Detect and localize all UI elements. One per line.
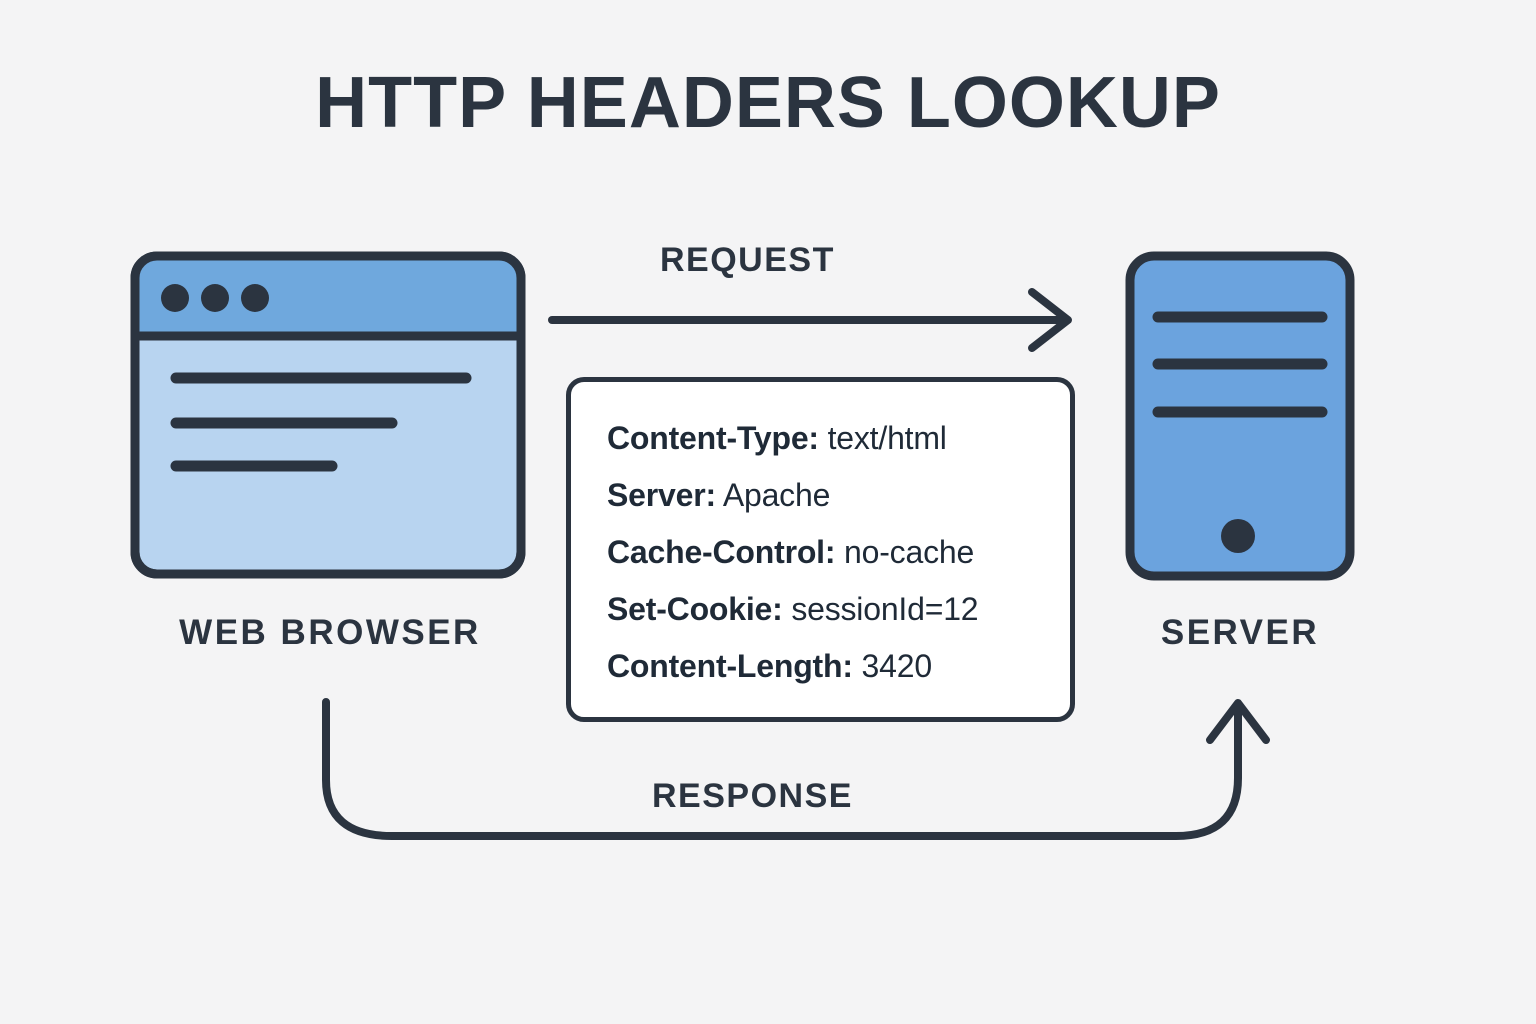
page-title: HTTP HEADERS LOOKUP [315, 63, 1221, 143]
server-caption: SERVER [1160, 613, 1320, 652]
header-field-value: Apache [722, 477, 831, 513]
request-arrow-icon [548, 288, 1072, 352]
header-row: Cache-Control: no-cache [607, 524, 1070, 581]
response-arrow-head [1206, 699, 1270, 744]
header-row: Content-Length: 3420 [607, 638, 1070, 695]
http-headers-panel: Content-Type: text/html Server: Apache C… [566, 377, 1075, 722]
server-power-indicator-icon [1221, 519, 1255, 553]
browser-window-icon [130, 251, 526, 579]
header-field-name: Set-Cookie: [607, 591, 783, 627]
header-row: Server: Apache [607, 467, 1070, 524]
header-field-name: Content-Type: [607, 420, 819, 456]
response-flow-label: RESPONSE [652, 777, 853, 815]
request-flow-label: REQUEST [660, 241, 835, 279]
header-row: Content-Type: text/html [607, 410, 1070, 467]
header-field-name: Cache-Control: [607, 534, 836, 570]
response-arrow-shaft [322, 698, 1242, 840]
browser-dot-close-icon [161, 284, 189, 312]
browser-dot-minimize-icon [201, 284, 229, 312]
header-field-name: Content-Length: [607, 648, 853, 684]
request-arrow-head [1028, 288, 1072, 352]
header-row: Set-Cookie: sessionId=12 [607, 581, 1070, 638]
header-field-name: Server: [607, 477, 716, 513]
server-tower-icon [1125, 251, 1355, 581]
browser-titlebar [135, 256, 521, 336]
header-field-value: text/html [827, 420, 947, 456]
header-field-value: sessionId=12 [791, 591, 979, 627]
header-field-value: no-cache [844, 534, 975, 570]
header-field-value: 3420 [861, 648, 933, 684]
browser-dot-maximize-icon [241, 284, 269, 312]
browser-window-outline [130, 251, 526, 579]
browser-caption: WEB BROWSER [179, 613, 481, 652]
response-arrow-icon [322, 698, 1270, 840]
